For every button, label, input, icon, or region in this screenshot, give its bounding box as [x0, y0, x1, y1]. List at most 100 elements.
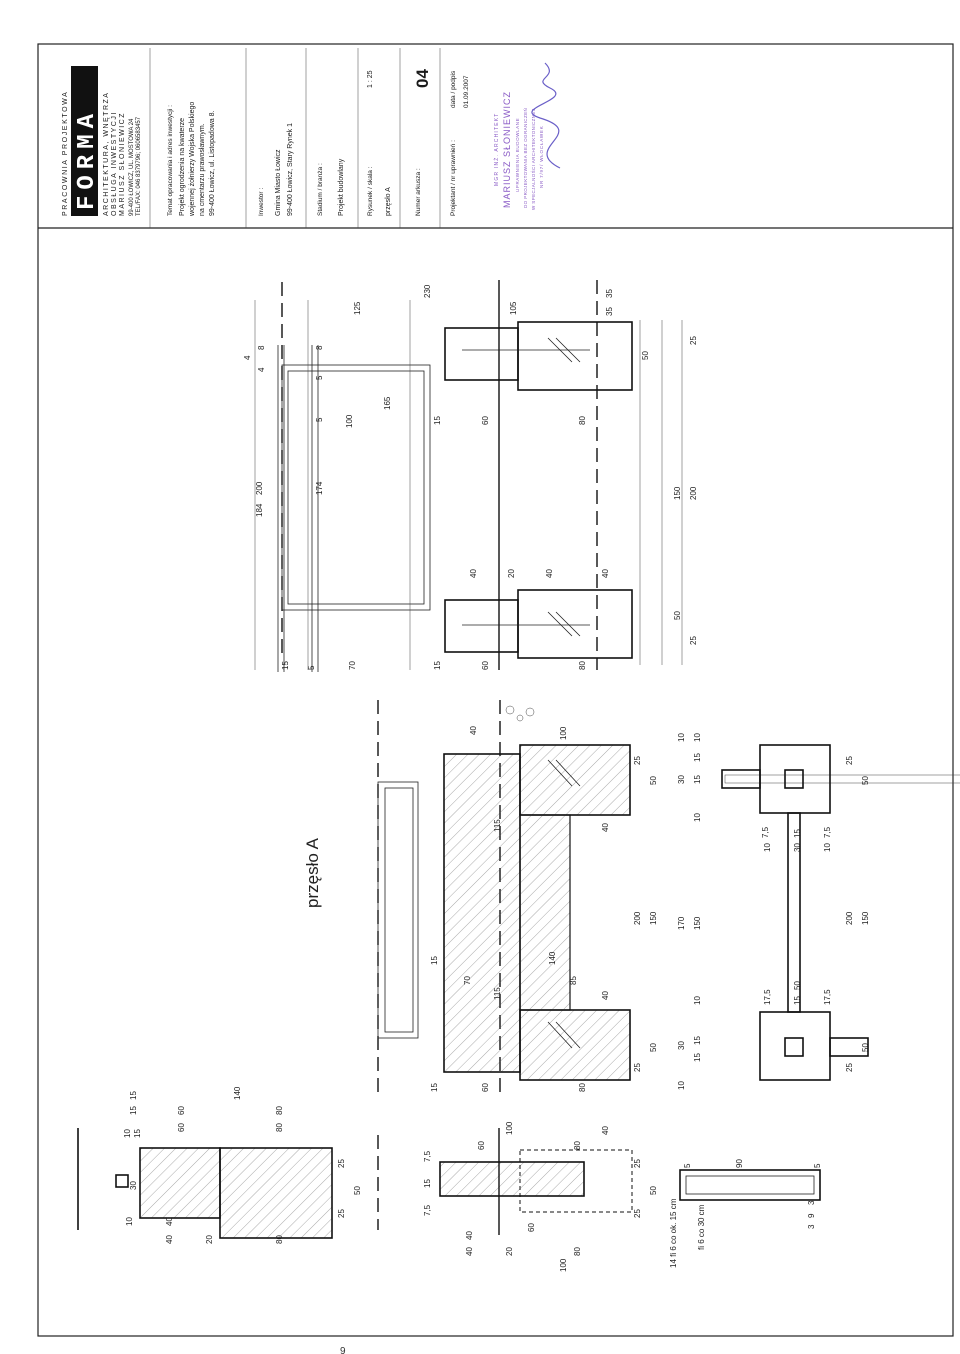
- plan-dimensions: 7,5 15 7,5 10 30 10 50 17,5 15 17,5 25 5…: [761, 756, 870, 1072]
- dim-40b: 40: [545, 569, 554, 578]
- mid-dim-40: 40: [469, 726, 478, 735]
- fence-panel: [281, 364, 431, 611]
- bot-dim-25c: 25: [633, 1159, 642, 1168]
- dim-184: 184: [255, 503, 264, 517]
- drawing-label: Rysunek / skala :: [367, 166, 374, 216]
- bot-dim-30: 30: [129, 1181, 138, 1190]
- bot-dim-60a: 60: [177, 1106, 186, 1115]
- fence-panel-inner: [287, 370, 425, 605]
- studio-line3: MARIUSZ SŁONIEWICZ: [119, 112, 126, 216]
- mid-anchor-bottom: [547, 1021, 581, 1049]
- drawing-title: przęsło A: [303, 837, 322, 908]
- mid-dim-25b: 25: [633, 1063, 642, 1072]
- studio-phone: TEL/FAX: 046 8379796; 0606583457: [136, 116, 142, 216]
- gravel-3: [525, 707, 535, 717]
- gravel-2: [516, 714, 524, 722]
- top-elevation-dimensions: 230 125 105 35 35 4 8 4 8 5 165 5 100 15…: [243, 284, 698, 670]
- dim-125: 125: [353, 301, 362, 315]
- detail2-footing: [519, 1149, 633, 1213]
- anchor-bottom: [547, 611, 581, 637]
- stamp-line5: W SPECJALNOŚCI ARCHITEKTONICZNEJ: [529, 109, 536, 210]
- bot-dim-7-5b: 7,5: [423, 1204, 432, 1216]
- plan-arm-bottom: [829, 1037, 869, 1057]
- dim-8b: 8: [315, 345, 324, 350]
- dim-8a: 8: [257, 345, 266, 350]
- mid-dim-100: 100: [559, 726, 568, 740]
- rebar-label-2: fi 6 co 30 cm: [697, 1204, 706, 1250]
- dim-200b: 200: [689, 486, 698, 500]
- plan-dim-7-5a: 7,5: [761, 826, 770, 838]
- dim-4a: 4: [243, 355, 252, 360]
- stamp-line6: NR 7/97/ WŁOCŁAWEK: [539, 126, 544, 189]
- mid-beam: [519, 814, 571, 1011]
- plan-post-top: [784, 769, 804, 789]
- investor-line1: Gmina Miasto Łowicz: [275, 149, 282, 216]
- detail1-foundation-upper: [139, 1147, 221, 1219]
- mid-dim-170: 170: [677, 916, 686, 930]
- plan-footing-top: [759, 744, 831, 814]
- plan-dim-25a: 25: [845, 756, 854, 765]
- mid-dim-40c: 40: [601, 991, 610, 1000]
- dim-230: 230: [423, 284, 432, 298]
- plan-dim-50: 50: [793, 981, 802, 990]
- stage-value: Projekt budowlany: [338, 158, 345, 216]
- plan-dim-10b: 10: [823, 843, 832, 852]
- detail1-foundation-lower: [219, 1147, 333, 1239]
- mid-dim-30a: 30: [677, 775, 686, 784]
- bot-dim-3b: 3: [807, 1224, 816, 1229]
- bot-dim-90: 90: [735, 1159, 744, 1168]
- dim-5b: 5: [315, 417, 324, 422]
- studio-label: PRACOWNIA PROJEKTOWA: [62, 91, 69, 216]
- dim-35a: 35: [605, 289, 614, 298]
- scale-value: 1 : 25: [367, 70, 374, 88]
- logo: FORMA: [74, 108, 101, 210]
- dim-50a: 50: [641, 351, 650, 360]
- plan-dim-17-5a: 17,5: [763, 989, 772, 1005]
- dim-5c: 5: [307, 665, 316, 670]
- mid-dim-15f: 15: [693, 1053, 702, 1062]
- bot-dim-20: 20: [205, 1235, 214, 1244]
- bot-dim-5a: 5: [683, 1163, 692, 1168]
- bot-dim-80c: 80: [275, 1235, 284, 1244]
- mid-panel: [377, 781, 419, 1039]
- dim-40a: 40: [469, 569, 478, 578]
- detail2-wall: [439, 1161, 585, 1197]
- bot-dim-40d: 40: [465, 1231, 474, 1240]
- bot-dim-40e: 40: [465, 1247, 474, 1256]
- bot-dim-50b: 50: [649, 1186, 658, 1195]
- topic-line3: na cmentarzu prawosławnym.: [199, 123, 206, 216]
- investor-label: Inwestor :: [258, 188, 265, 216]
- bot-dim-40a: 40: [165, 1217, 174, 1226]
- dim-174: 174: [315, 481, 324, 495]
- title-block: PRACOWNIA PROJEKTOWA FORMA ARCHITEKTURA,…: [62, 48, 561, 228]
- dim-4b: 4: [257, 367, 266, 372]
- sheet-border: [37, 43, 954, 1337]
- plan-beam: [787, 812, 801, 1013]
- bot-dim-3a: 3: [807, 1200, 816, 1205]
- dim-40c: 40: [601, 569, 610, 578]
- bot-dim-25b: 25: [337, 1209, 346, 1218]
- mid-dim-50b: 50: [649, 1043, 658, 1052]
- mid-dim-10c: 10: [693, 813, 702, 822]
- dim-25a: 25: [689, 336, 698, 345]
- mid-dim-50a: 50: [649, 776, 658, 785]
- studio-line1: ARCHITEKTURA, WNĘTRZA: [103, 92, 110, 216]
- plan-dim-30: 30: [793, 843, 802, 852]
- plan-dim-10a: 10: [763, 843, 772, 852]
- plan-arm-top: [721, 769, 761, 789]
- dim-20a: 20: [507, 569, 516, 578]
- bot-dim-15c: 15: [133, 1129, 142, 1138]
- bot-dim-100b: 100: [559, 1258, 568, 1272]
- mid-dim-150b: 150: [693, 916, 702, 930]
- dim-50b: 50: [673, 611, 682, 620]
- bot-dim-5b: 5: [813, 1163, 822, 1168]
- mid-dim-15b: 15: [430, 1083, 439, 1092]
- plan-dim-7-5b: 7,5: [823, 826, 832, 838]
- bot-dim-140: 140: [233, 1086, 242, 1100]
- topic-line4: 99-400 Łowicz, ul. Listopadowa 8.: [209, 110, 216, 216]
- studio-line2: OBSŁUGA INWESTYCJI: [111, 111, 118, 216]
- dim-15d: 15: [433, 661, 442, 670]
- dim-60a: 60: [481, 416, 490, 425]
- dim-105: 105: [509, 301, 518, 315]
